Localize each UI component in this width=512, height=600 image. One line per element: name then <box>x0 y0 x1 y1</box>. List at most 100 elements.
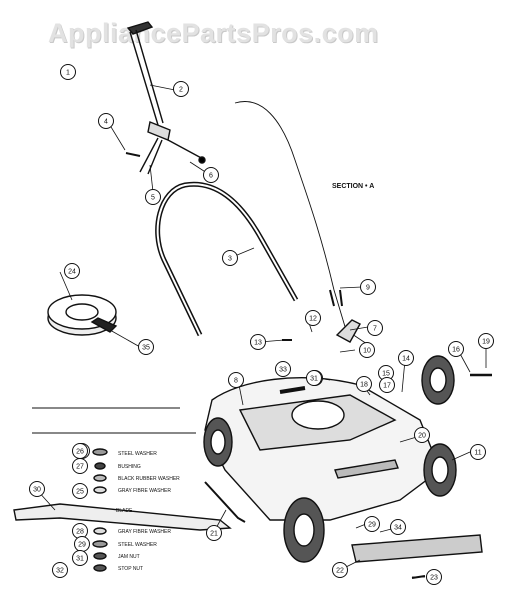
callout-35: 35 <box>138 339 154 355</box>
callout-label: 2 <box>179 87 183 94</box>
callout-circle <box>250 334 266 350</box>
callout-18: 18 <box>356 376 372 392</box>
callout-circle <box>222 250 238 266</box>
callout-22: 22 <box>332 562 348 578</box>
callout-29: 29 <box>74 536 90 552</box>
callout-label: 26 <box>76 449 84 456</box>
callout-label: 35 <box>142 345 150 352</box>
upper-handle <box>126 21 154 35</box>
callout-label: 1 <box>66 70 70 77</box>
callout-26: 26 <box>72 443 88 459</box>
handle-bracket-arm <box>139 137 206 175</box>
callout-label: 31 <box>76 556 84 563</box>
part-gray-fibre-washer-1: GRAY FIBRE WASHER <box>118 488 171 494</box>
callout-5: 5 <box>145 189 161 205</box>
callout-circle <box>203 167 219 183</box>
callout-7: 7 <box>367 320 383 336</box>
callout-24: 24 <box>64 263 80 279</box>
callout-20: 20 <box>414 427 430 443</box>
callout-circle <box>29 481 45 497</box>
callout-label: 3 <box>228 256 232 263</box>
callout-circle <box>64 263 80 279</box>
section-label: SECTION • A <box>332 183 374 190</box>
part-bushing: BUSHING <box>118 464 141 470</box>
callout-label: 11 <box>474 450 481 457</box>
callout-circle <box>448 341 464 357</box>
callout-33: 33 <box>275 361 291 377</box>
rod <box>204 481 246 523</box>
callout-circle <box>306 370 322 386</box>
callout-label: 14 <box>402 356 410 363</box>
callout-8: 8 <box>228 372 244 388</box>
callout-11: 11 <box>470 444 486 460</box>
callout-label: 8 <box>234 378 238 385</box>
callout-label: 12 <box>309 316 317 323</box>
callout-label: 21 <box>210 531 218 538</box>
parts-list: STEEL WASHER BUSHING BLACK RUBBER WASHER… <box>116 451 180 572</box>
callouts: 1234567891011121314151617181920212223242… <box>29 64 494 585</box>
callout-circle <box>390 519 406 535</box>
callout-label: 9 <box>366 285 370 292</box>
callout-9: 9 <box>360 279 376 295</box>
callout-3: 3 <box>222 250 238 266</box>
callout-27: 27 <box>72 458 88 474</box>
callout-label: 7 <box>373 326 377 333</box>
part-blade: BLADE <box>116 508 133 514</box>
callout-circle <box>145 189 161 205</box>
callout-label: 17 <box>383 383 391 390</box>
callout-label: 28 <box>76 529 84 536</box>
callout-label: 31 <box>310 376 318 383</box>
part-black-rubber-washer: BLACK RUBBER WASHER <box>118 476 180 482</box>
callout-circle <box>356 376 372 392</box>
callout-label: 30 <box>33 487 41 494</box>
grass-deflector <box>351 534 483 563</box>
callout-circle <box>98 113 114 129</box>
callout-label: 34 <box>394 525 402 532</box>
callout-label: 32 <box>56 568 64 575</box>
callout-23: 23 <box>426 569 442 585</box>
part-jam-nut: JAM NUT <box>118 554 140 560</box>
callout-label: 25 <box>76 489 84 496</box>
callout-circle <box>305 310 321 326</box>
callout-label: 6 <box>209 173 213 180</box>
part-steel-washer-1: STEEL WASHER <box>118 451 157 457</box>
callout-19: 19 <box>478 333 494 349</box>
callout-label: 18 <box>360 382 368 389</box>
callout-2: 2 <box>173 81 189 97</box>
part-gray-fibre-washer-2: GRAY FIBRE WASHER <box>118 529 171 535</box>
callout-circle <box>206 525 222 541</box>
callout-circle <box>173 81 189 97</box>
callout-28: 28 <box>72 523 88 539</box>
callout-label: 29 <box>78 542 86 549</box>
callout-circle <box>72 443 88 459</box>
callout-circle <box>275 361 291 377</box>
callout-circle <box>470 444 486 460</box>
callout-label: 33 <box>279 367 287 374</box>
callout-14: 14 <box>398 350 414 366</box>
callout-13: 13 <box>250 334 266 350</box>
callout-4: 4 <box>98 113 114 129</box>
callout-32: 32 <box>52 562 68 578</box>
callout-circle <box>367 320 383 336</box>
callout-label: 19 <box>482 339 490 346</box>
callout-circle <box>332 562 348 578</box>
handle-bracket <box>147 121 171 141</box>
callout-31: 31 <box>72 550 88 566</box>
callout-circle <box>228 372 244 388</box>
callout-label: 5 <box>151 195 155 202</box>
callout-label: 24 <box>68 269 76 276</box>
callout-circle <box>398 350 414 366</box>
callout-label: 22 <box>336 568 344 575</box>
section-line <box>234 101 371 347</box>
callout-circle <box>414 427 430 443</box>
callout-12: 12 <box>305 310 321 326</box>
callout-circle <box>426 569 442 585</box>
callout-31: 31 <box>306 370 322 386</box>
part-steel-washer-2: STEEL WASHER <box>118 542 157 548</box>
callout-25: 25 <box>72 483 88 499</box>
callout-10: 10 <box>359 342 375 358</box>
callout-label: 29 <box>368 522 376 529</box>
callout-label: 4 <box>104 119 108 126</box>
callout-circle <box>359 342 375 358</box>
